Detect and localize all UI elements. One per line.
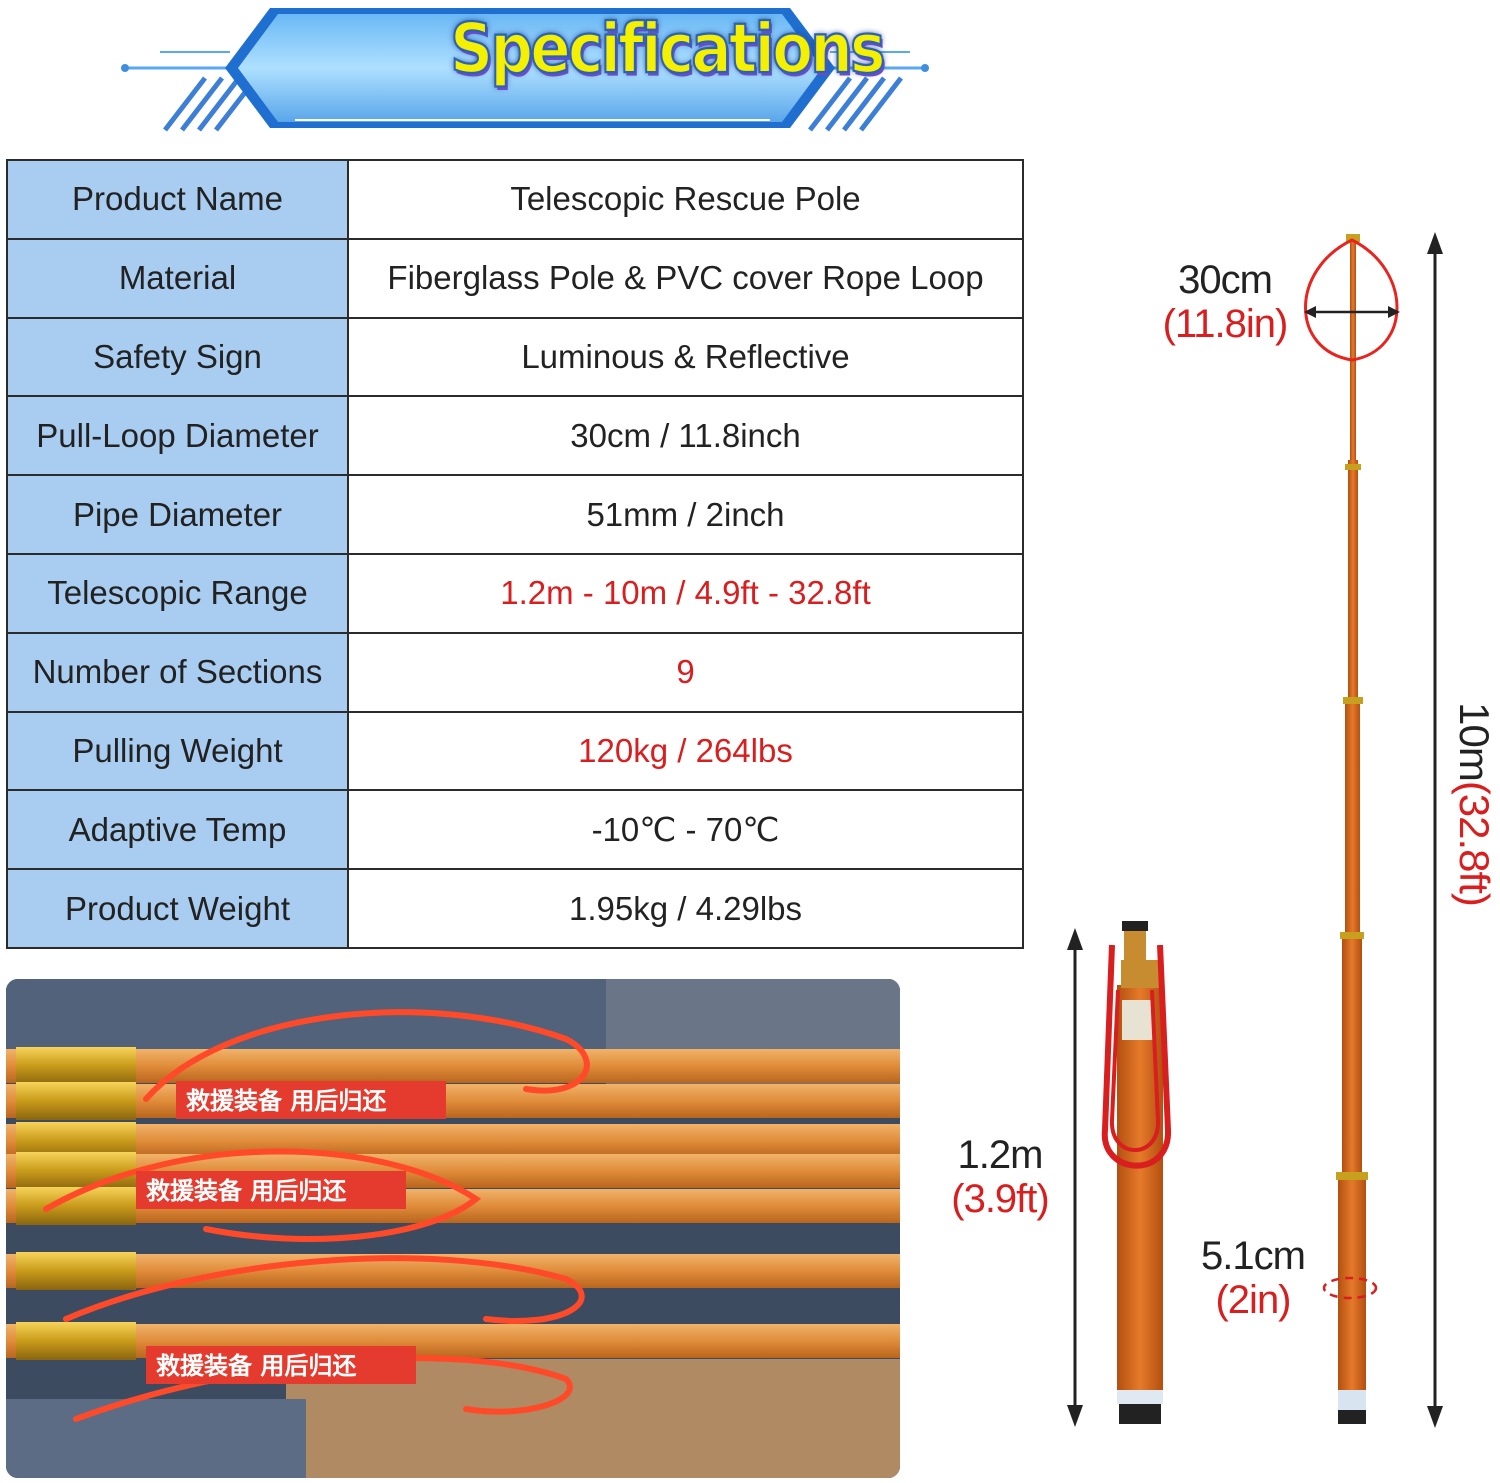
photo-pole-cap	[16, 1322, 136, 1360]
collapsed-length-label: 1.2m (3.9ft)	[935, 1133, 1065, 1221]
product-photo: 救援装备 用后归还救援装备 用后归还救援装备 用后归还	[6, 979, 900, 1478]
spec-value: Luminous & Reflective	[347, 316, 1024, 398]
extended-length-arrow	[1427, 232, 1443, 1428]
collapsed-pole	[1101, 921, 1172, 1424]
photo-pole	[6, 1124, 900, 1158]
spec-label: Material	[6, 237, 349, 319]
spec-value: Telescopic Rescue Pole	[347, 159, 1024, 240]
extended-length-metric: 10m	[1451, 702, 1498, 781]
extended-length-imperial: (32.8ft)	[1451, 780, 1498, 906]
spec-value: 120kg / 264lbs	[347, 710, 1024, 792]
spec-row: Adaptive Temp-10℃ - 70℃	[6, 789, 1024, 871]
extended-length-label: 10m(32.8ft)	[1448, 594, 1498, 1014]
photo-sticker	[136, 1171, 406, 1209]
spec-value: 1.2m - 10m / 4.9ft - 32.8ft	[347, 552, 1024, 634]
loop-diameter-metric: 30cm	[1178, 258, 1273, 302]
photo-pole	[6, 1324, 900, 1358]
photo-pole-cap	[16, 1082, 136, 1120]
photo-pole-cap	[16, 1152, 136, 1190]
spec-label: Product Name	[6, 159, 349, 240]
spec-label: Number of Sections	[6, 631, 349, 713]
spec-value: 51mm / 2inch	[347, 474, 1024, 555]
photo-pole	[6, 1049, 900, 1083]
spec-label: Pull-Loop Diameter	[6, 395, 349, 477]
photo-pole	[6, 1084, 900, 1118]
loop-diameter-label: 30cm (11.8in)	[1140, 258, 1310, 346]
spec-label: Safety Sign	[6, 316, 349, 398]
spec-label: Pipe Diameter	[6, 474, 349, 555]
specifications-banner: Specifications	[120, 0, 940, 140]
banner-background	[121, 8, 929, 132]
spec-label: Pulling Weight	[6, 710, 349, 792]
banner-title: Specifications	[449, 8, 887, 91]
loop-diameter-imperial: (11.8in)	[1162, 302, 1289, 346]
pipe-diameter-imperial: (2in)	[1215, 1278, 1291, 1322]
photo-sticker	[146, 1346, 416, 1384]
spec-value: 1.95kg / 4.29lbs	[347, 868, 1024, 949]
spec-value: Fiberglass Pole & PVC cover Rope Loop	[347, 237, 1024, 319]
photo-pole-cap	[16, 1047, 136, 1085]
collapsed-length-metric: 1.2m	[957, 1133, 1044, 1177]
photo-pole-cap	[16, 1252, 136, 1290]
rope-loop	[1304, 238, 1399, 362]
pipe-diameter-label: 5.1cm (2in)	[1178, 1234, 1328, 1322]
pipe-diameter-metric: 5.1cm	[1201, 1234, 1306, 1278]
collapsed-length-arrow	[1067, 928, 1083, 1427]
spec-label: Telescopic Range	[6, 552, 349, 634]
spec-label: Product Weight	[6, 868, 349, 949]
photo-sticker-text: 救援装备 用后归还	[186, 1087, 387, 1115]
spec-value: -10℃ - 70℃	[347, 789, 1024, 871]
spec-value: 9	[347, 631, 1024, 713]
spec-label: Adaptive Temp	[6, 789, 349, 871]
photo-sticker	[176, 1081, 446, 1119]
photo-sticker-text: 救援装备 用后归还	[146, 1177, 347, 1205]
photo-sticker-text: 救援装备 用后归还	[156, 1352, 357, 1380]
collapsed-length-imperial: (3.9ft)	[951, 1177, 1049, 1221]
spec-value: 30cm / 11.8inch	[347, 395, 1024, 477]
